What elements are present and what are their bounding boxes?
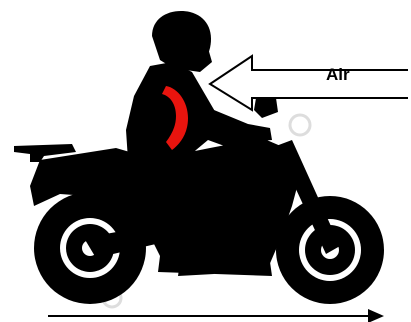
back-protector: [162, 86, 188, 150]
air-label: Air: [326, 65, 350, 84]
tail-section: [30, 148, 150, 212]
air-arrow-outline: [208, 54, 408, 112]
motorcycle-silhouette: [14, 138, 384, 304]
arm: [186, 82, 272, 142]
rider-silhouette: [126, 11, 278, 276]
air-arrow: Air: [208, 54, 408, 112]
motion-arrow: [48, 309, 384, 322]
front-fork: [276, 140, 340, 254]
helmet-chin: [186, 48, 212, 72]
leg: [132, 156, 222, 272]
motion-arrow-head: [368, 309, 384, 322]
rear-rack: [14, 144, 76, 162]
hand: [254, 98, 278, 118]
boot: [178, 260, 214, 276]
